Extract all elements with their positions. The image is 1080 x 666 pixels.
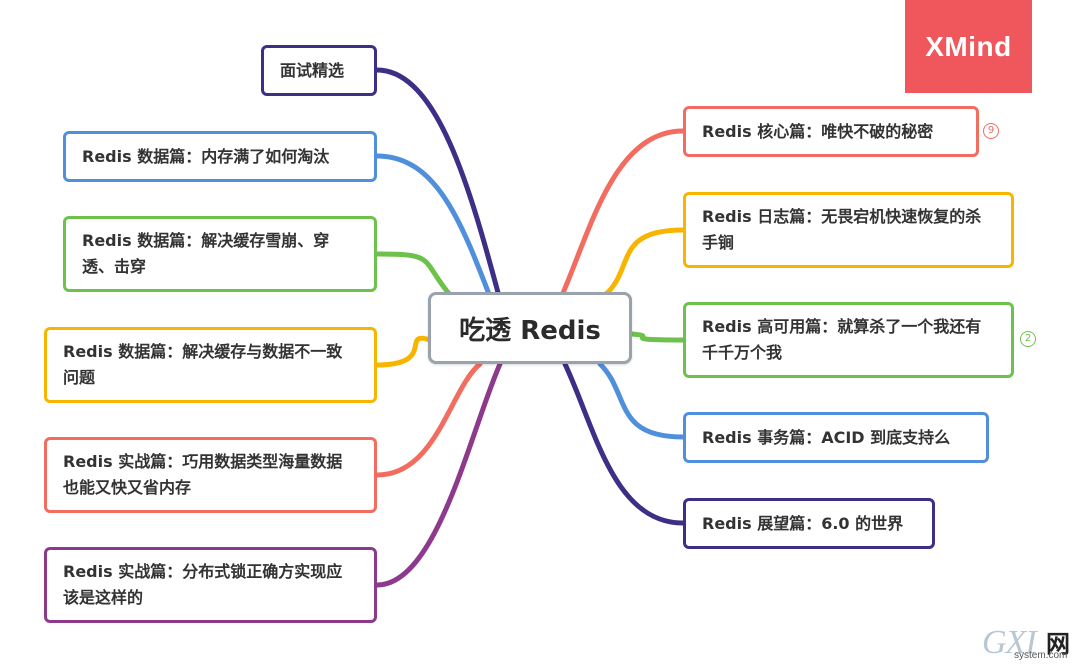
topic-transactions[interactable]: Redis 事务篇：ACID 到底支持么 — [683, 412, 989, 463]
topic-core[interactable]: Redis 核心篇：唯快不破的秘密 — [683, 106, 979, 157]
xmind-logo: XMind — [905, 0, 1032, 93]
topic-label: 面试精选 — [280, 60, 345, 80]
central-topic-label: 吃透 Redis — [459, 315, 601, 346]
topic-interview-selection[interactable]: 面试精选 — [261, 45, 377, 96]
branch-line-left — [374, 251, 453, 298]
branch-line-right — [629, 331, 686, 343]
topic-label: Redis 实战篇：巧用数据类型海量数据也能又快又省内存 — [63, 452, 343, 497]
central-topic[interactable]: 吃透 Redis — [428, 292, 632, 364]
branch-line-right — [602, 227, 686, 298]
topic-label: Redis 数据篇：解决缓存与数据不一致问题 — [63, 342, 343, 387]
topic-label: Redis 实战篇：分布式锁正确方实现应该是这样的 — [63, 562, 343, 607]
topic-cache-avalanche[interactable]: Redis 数据篇：解决缓存雪崩、穿透、击穿 — [63, 216, 377, 292]
branch-line-left — [374, 153, 495, 305]
branch-lines — [374, 67, 686, 588]
branch-line-left — [374, 67, 503, 303]
branch-line-left — [374, 335, 433, 368]
branch-line-right — [557, 128, 686, 303]
topic-distributed-lock[interactable]: Redis 实战篇：分布式锁正确方实现应该是这样的 — [44, 547, 377, 623]
watermark-logo: GXI 网 system.com — [982, 624, 1070, 661]
collapsed-count-badge[interactable]: 9 — [983, 123, 999, 139]
topic-cache-consistency[interactable]: Redis 数据篇：解决缓存与数据不一致问题 — [44, 327, 377, 403]
topic-label: Redis 展望篇：6.0 的世界 — [702, 513, 904, 533]
branch-line-right — [597, 361, 686, 440]
topic-label: Redis 数据篇：解决缓存雪崩、穿透、击穿 — [82, 231, 330, 276]
topic-label: Redis 数据篇：内存满了如何淘汰 — [82, 146, 330, 166]
topic-label: Redis 核心篇：唯快不破的秘密 — [702, 121, 934, 141]
topic-label: Redis 日志篇：无畏宕机快速恢复的杀手锏 — [702, 207, 982, 252]
topic-memory-eviction[interactable]: Redis 数据篇：内存满了如何淘汰 — [63, 131, 377, 182]
branch-line-left — [374, 361, 503, 588]
topic-label: Redis 事务篇：ACID 到底支持么 — [702, 427, 951, 447]
branch-line-right — [562, 361, 686, 526]
collapsed-count-badge[interactable]: 2 — [1020, 331, 1036, 347]
topic-data-types-memory[interactable]: Redis 实战篇：巧用数据类型海量数据也能又快又省内存 — [44, 437, 377, 513]
topic-logging[interactable]: Redis 日志篇：无畏宕机快速恢复的杀手锏 — [683, 192, 1014, 268]
topic-high-availability[interactable]: Redis 高可用篇：就算杀了一个我还有千千万个我 — [683, 302, 1014, 378]
topic-outlook[interactable]: Redis 展望篇：6.0 的世界 — [683, 498, 935, 549]
branch-line-left — [374, 361, 483, 478]
topic-label: Redis 高可用篇：就算杀了一个我还有千千万个我 — [702, 317, 982, 362]
